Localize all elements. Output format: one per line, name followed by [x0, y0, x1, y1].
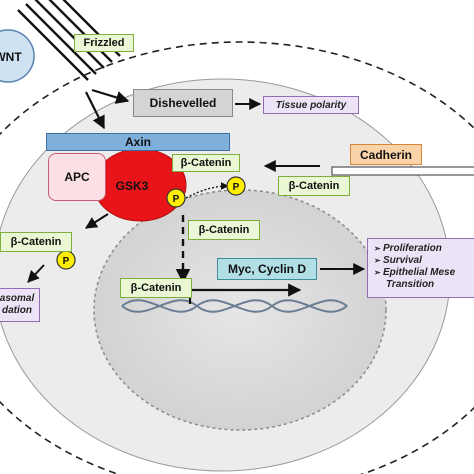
proteasomal-degradation-box: asomal dation [0, 288, 40, 322]
outcomes-box: Proliferation Survival Epithelial Mese T… [367, 238, 474, 298]
nucleus [93, 189, 387, 431]
wnt-label: WNT [0, 50, 22, 64]
arrow-receptor-to-axin [85, 91, 105, 130]
axin-bar: Axin [46, 133, 230, 151]
beta-catenin-degraded: β-Catenin [0, 232, 72, 252]
outcome-item: Survival [374, 255, 474, 267]
cadherin-membrane-bar [331, 166, 474, 176]
myc-cyclin-box: Myc, Cyclin D [217, 258, 317, 280]
phospho-transfer-arrow [185, 182, 229, 199]
dishevelled-box: Dishevelled [133, 89, 233, 117]
svg-text:P: P [173, 194, 180, 205]
phospho-on-gsk3: P [166, 188, 186, 208]
tissue-polarity-box: Tissue polarity [263, 96, 359, 114]
arrow-receptor-to-dishevelled [91, 88, 130, 104]
dna-helix-icon [121, 299, 348, 313]
gsk3-label: GSK3 [116, 179, 149, 193]
proteasomal-line-2: dation [2, 305, 32, 316]
svg-text:P: P [63, 256, 70, 267]
outcome-item: Proliferation [374, 243, 474, 255]
arrow-gsk3-to-degradation [84, 213, 109, 229]
beta-catenin-cadherin: β-Catenin [278, 176, 350, 196]
cadherin-box: Cadherin [350, 144, 422, 165]
apc-box: APC [48, 153, 106, 201]
svg-text:P: P [233, 182, 240, 193]
arrow-to-proteasome [27, 264, 45, 283]
outcome-item-continued: Transition [386, 279, 435, 290]
wnt-ligand [0, 29, 35, 83]
cell-membrane [0, 41, 474, 474]
beta-catenin-nucleus: β-Catenin [120, 278, 192, 298]
frizzled-box: Frizzled [74, 34, 134, 52]
phospho-on-degraded-catenin: P [56, 250, 76, 270]
beta-catenin-cytoplasm: β-Catenin [188, 220, 260, 240]
beta-catenin-on-complex: β-Catenin [172, 154, 240, 172]
outcome-item: Epithelial Mese [374, 267, 474, 279]
phospho-transferred: P [226, 176, 246, 196]
proteasomal-line-1: asomal [0, 293, 35, 304]
